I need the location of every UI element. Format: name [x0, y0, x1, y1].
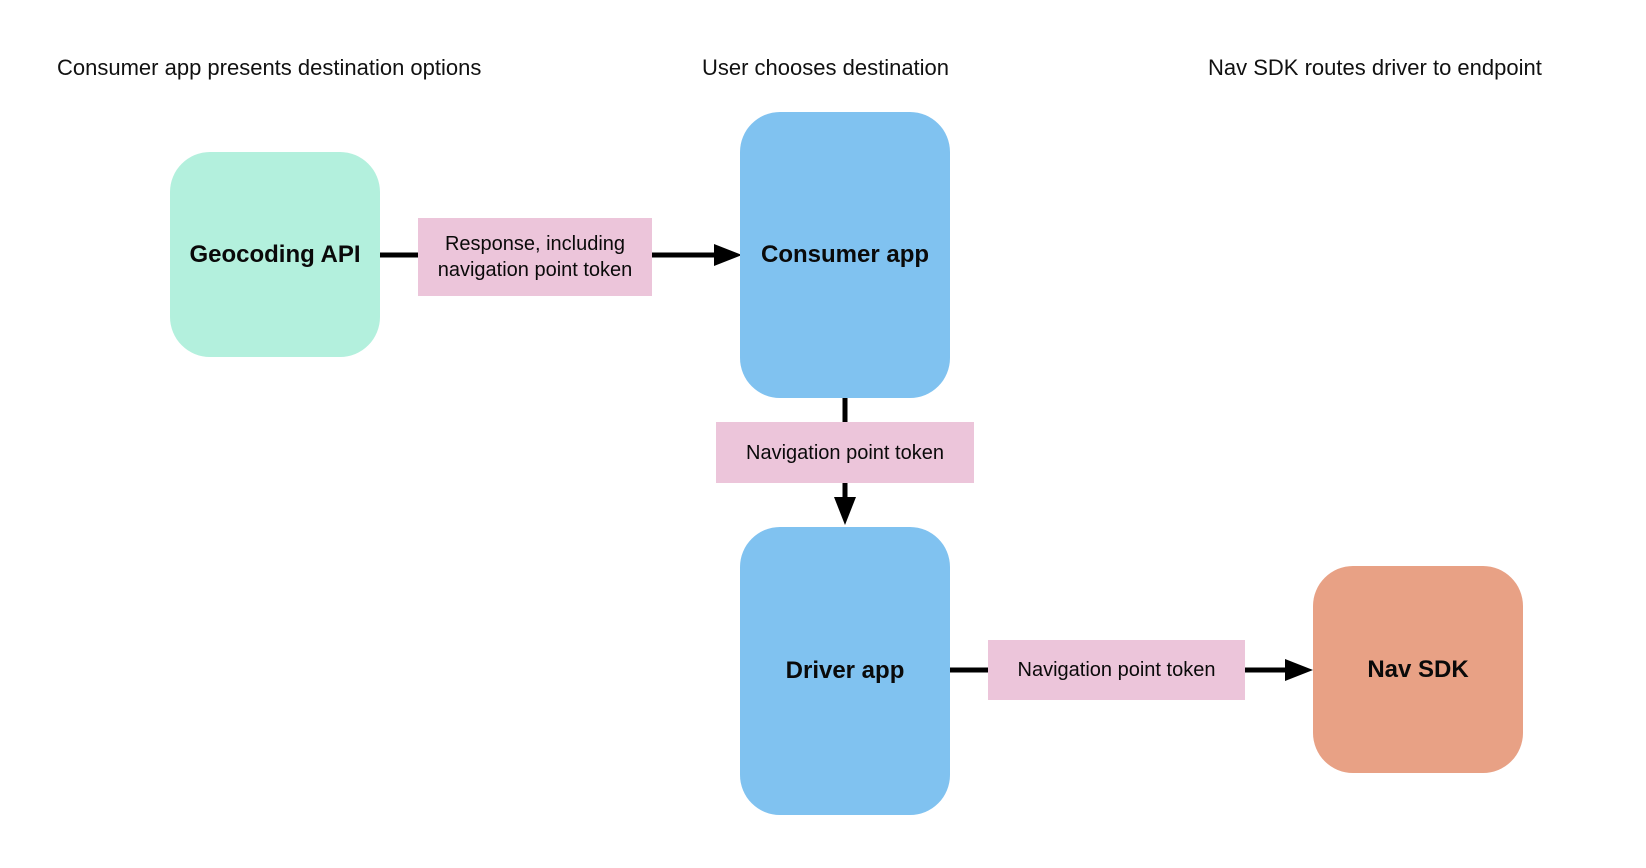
node-geocoding-api-label: Geocoding API: [189, 240, 361, 268]
node-driver-app-label: Driver app: [785, 657, 905, 684]
column-header-user-chooses: User chooses destination: [702, 55, 950, 80]
column-header-consumer-presents: Consumer app presents destination option…: [57, 55, 482, 80]
edge-label-response-including-token: Response, including navigation point tok…: [418, 218, 652, 296]
node-nav-sdk: Nav SDK: [1313, 566, 1523, 773]
node-consumer-app: Consumer app: [740, 112, 950, 398]
node-geocoding-api: Geocoding API: [170, 152, 380, 357]
node-nav-sdk-label: Nav SDK: [1367, 655, 1469, 683]
node-driver-app: Driver app: [740, 527, 950, 815]
edge-label-navigation-point-token-vertical: Navigation point token: [716, 422, 974, 483]
edge-label-navigation-point-token-horizontal: Navigation point token: [988, 640, 1245, 700]
node-consumer-app-label: Consumer app: [760, 241, 930, 268]
column-header-nav-sdk-routes: Nav SDK routes driver to endpoint: [1208, 55, 1542, 80]
